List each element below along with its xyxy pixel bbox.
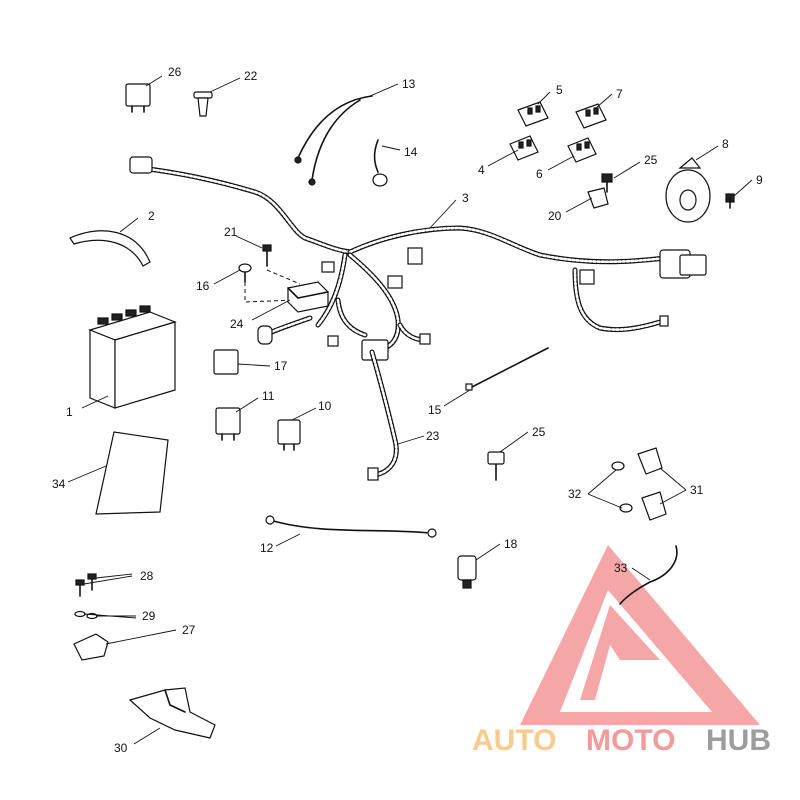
sub-harness — [367, 349, 399, 481]
callout-22: 22 — [244, 69, 258, 83]
callout-28: 28 — [140, 569, 154, 583]
bolt-25-top — [601, 173, 613, 193]
clip-31-upper — [637, 447, 663, 475]
relay-11 — [215, 407, 241, 441]
callout-31: 31 — [690, 483, 704, 497]
callout-14: 14 — [404, 145, 418, 159]
screws-28 — [75, 573, 97, 597]
screw-21 — [262, 244, 272, 267]
callout-5: 5 — [556, 83, 563, 97]
wire-33 — [619, 545, 678, 605]
push-rivet — [193, 91, 213, 117]
leader-lines — [67, 75, 753, 745]
bracket-27 — [73, 633, 109, 661]
control-unit — [287, 281, 329, 313]
watermark-text: AUTO MOTO HUB — [472, 724, 771, 757]
callout-32: 32 — [568, 487, 582, 501]
callout-20: 20 — [548, 209, 562, 223]
fuse-holder-6 — [567, 137, 597, 163]
callout-2: 2 — [148, 209, 155, 223]
cable-tie — [465, 347, 549, 391]
battery-strap — [69, 230, 151, 267]
watermark-triangle — [520, 545, 760, 725]
watermark-auto: AUTO — [472, 724, 556, 757]
relay-26 — [125, 83, 151, 113]
battery-cover — [95, 431, 169, 515]
callout-29: 29 — [142, 609, 156, 623]
clip-16 — [238, 263, 252, 283]
callout-21: 21 — [224, 225, 238, 239]
switch-18 — [457, 555, 477, 589]
callout-25-top: 25 — [644, 153, 658, 167]
callout-18: 18 — [504, 537, 518, 551]
callout-9: 9 — [756, 173, 763, 187]
callout-13: 13 — [402, 77, 416, 91]
relay-10 — [277, 419, 301, 451]
callout-15: 15 — [428, 403, 442, 417]
rivet-32-upper — [611, 461, 625, 471]
callout-16: 16 — [196, 279, 210, 293]
callout-3: 3 — [462, 191, 469, 205]
horn-bolt — [725, 193, 735, 209]
main-wiring-harness — [129, 156, 707, 361]
callout-25-mid: 25 — [532, 425, 546, 439]
callout-23: 23 — [426, 429, 440, 443]
callout-34: 34 — [52, 477, 66, 491]
fuse-holder-5 — [517, 101, 549, 127]
callout-7: 7 — [616, 87, 623, 101]
rivet-32-lower — [619, 503, 633, 513]
callout-labels: 26 22 13 14 3 5 7 4 6 8 9 25 20 2 21 16 … — [52, 65, 763, 755]
callout-8: 8 — [722, 137, 729, 151]
callout-17: 17 — [274, 359, 288, 373]
mounting-plate-30 — [128, 687, 216, 739]
assembly-guide-line — [244, 269, 301, 303]
watermark-hub: HUB — [706, 724, 771, 757]
callout-24: 24 — [230, 317, 244, 331]
lead-13 — [294, 95, 373, 186]
fuse-holder-4 — [509, 135, 539, 161]
clip-31-lower — [641, 491, 667, 521]
callout-26: 26 — [168, 65, 182, 79]
earth-cable — [265, 515, 437, 538]
callout-11: 11 — [262, 389, 275, 403]
callout-27: 27 — [182, 623, 196, 637]
watermark-moto: MOTO — [586, 724, 675, 757]
callout-4: 4 — [478, 163, 485, 177]
callout-12: 12 — [260, 541, 274, 555]
callout-1: 1 — [66, 405, 73, 419]
sensor-14 — [372, 139, 388, 187]
relay-17 — [213, 349, 239, 375]
watermark-logo — [520, 545, 760, 725]
callout-30: 30 — [114, 741, 128, 755]
callout-10: 10 — [318, 399, 332, 413]
fuse-holder-7 — [575, 103, 607, 129]
battery — [88, 305, 177, 409]
callout-6: 6 — [536, 167, 543, 181]
callout-33: 33 — [614, 561, 628, 575]
horn — [665, 157, 711, 223]
clip-20 — [587, 187, 609, 209]
watermark-g-shape — [580, 605, 660, 700]
bolt-25-mid — [487, 451, 505, 481]
